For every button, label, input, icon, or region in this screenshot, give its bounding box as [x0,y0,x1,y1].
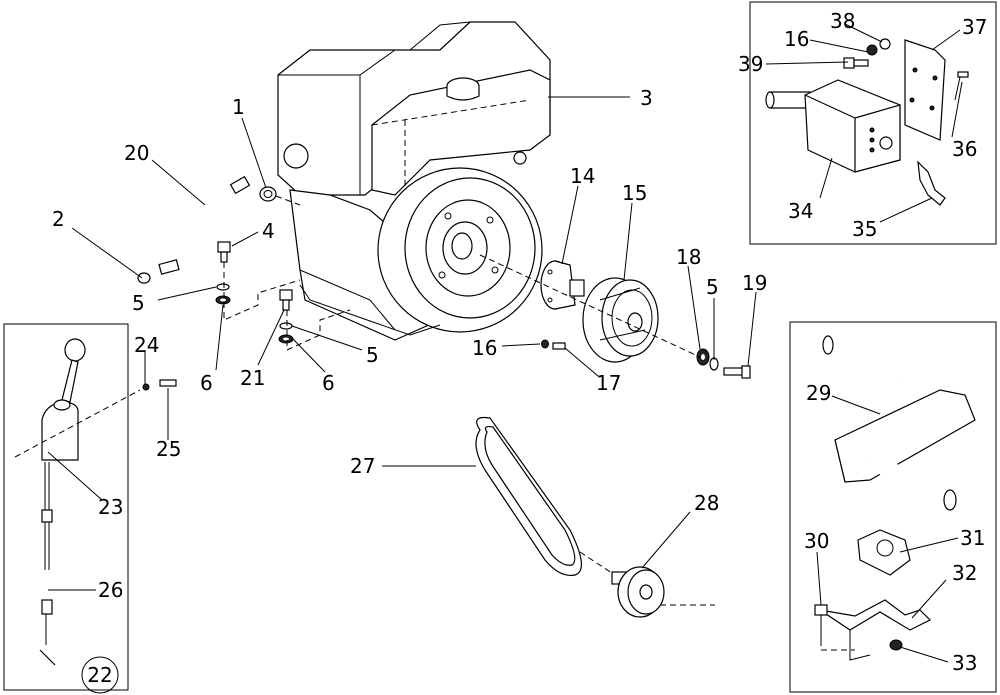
pulley-15 [582,277,659,363]
callout-37: 37 [962,15,987,39]
callout-16a: 16 [472,336,497,360]
callout-36: 36 [952,137,977,161]
callout-24: 24 [134,333,159,357]
callout-3: 3 [640,86,653,110]
callout-16b: 16 [784,27,809,51]
callout-30: 30 [804,529,829,553]
v-belt-27 [475,416,616,577]
callout-29: 29 [806,381,831,405]
callout-39: 39 [738,52,763,76]
callout-38: 38 [830,9,855,33]
callout-6b: 6 [322,371,335,395]
throttle-control-inset-frame [3,323,129,691]
callout-26: 26 [98,578,123,602]
callout-31: 31 [960,526,985,550]
callout-5a: 5 [132,291,145,315]
pulley-28 [611,566,715,618]
pulley-fasteners [479,254,751,379]
callout-22-circle [81,656,119,694]
callout-28: 28 [694,491,719,515]
callout-34: 34 [788,199,813,223]
fitting-1 [259,186,277,202]
engine-assembly [277,21,551,341]
callout-33: 33 [952,651,977,675]
crank-handle [814,335,976,661]
callout-labels: 1 2 3 4 5 6 21 5 6 14 15 16 17 18 5 19 2… [52,9,987,694]
callout-5b: 5 [366,343,379,367]
callout-27: 27 [350,454,375,478]
callout-17: 17 [596,371,621,395]
throttle-control [14,338,177,666]
callout-6a: 6 [200,371,213,395]
callout-14: 14 [570,164,595,188]
callout-23: 23 [98,495,123,519]
callout-21: 21 [240,366,265,390]
callout-32: 32 [952,561,977,585]
fitting-2 [137,272,151,284]
ignition-switch-inset-frame [749,1,997,245]
hub-14 [540,260,585,310]
callout-19: 19 [742,271,767,295]
ignition-switch [765,38,969,206]
mount-bolts [215,241,351,351]
callout-15: 15 [622,181,647,205]
callout-35: 35 [852,217,877,241]
callout-20: 20 [124,141,149,165]
callout-25: 25 [156,437,181,461]
callout-5c: 5 [706,275,719,299]
fuel-line-assembly [137,175,301,284]
crank-handle-inset-frame [789,321,997,693]
callout-1: 1 [232,95,245,119]
leader-lines [47,23,963,663]
callout-18: 18 [676,245,701,269]
callout-22: 22 [87,663,112,687]
callout-4: 4 [262,219,275,243]
callout-2: 2 [52,207,65,231]
